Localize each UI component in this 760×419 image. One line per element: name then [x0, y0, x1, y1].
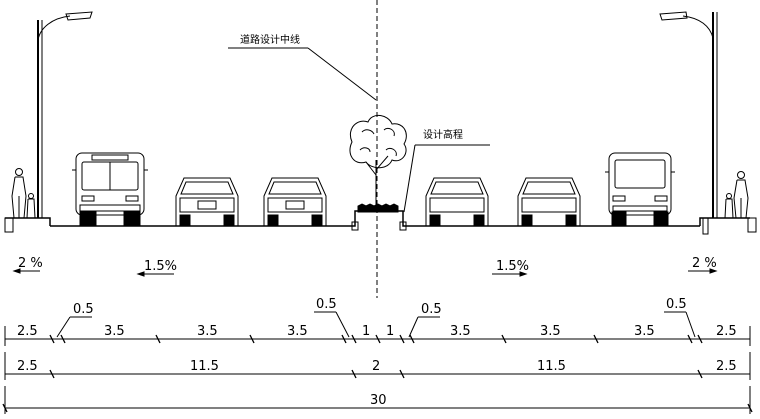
- median-hedge-icon: [357, 203, 399, 213]
- svg-text:2.5: 2.5: [716, 359, 737, 374]
- car-left-1-icon: [175, 177, 239, 227]
- svg-text:1: 1: [362, 324, 370, 339]
- svg-text:0.5: 0.5: [421, 302, 442, 317]
- centerline-label: 道路设计中线: [240, 33, 300, 46]
- svg-text:1: 1: [386, 324, 394, 339]
- design-elevation-annotation: 设计高程: [403, 128, 490, 213]
- svg-text:2 %: 2 %: [18, 256, 43, 271]
- svg-text:11.5: 11.5: [537, 359, 566, 374]
- svg-text:3.5: 3.5: [634, 324, 655, 339]
- centerline-annotation: 道路设计中线: [228, 33, 377, 101]
- svg-text:1.5%: 1.5%: [496, 259, 529, 274]
- dimension-row-1: 2.5 0.5 3.5 3.5 3.5 0.5 1 1 0.5 3.5 3.5 …: [4, 297, 751, 346]
- slope-right-sidewalk: 2 %: [688, 256, 718, 274]
- svg-text:0.5: 0.5: [666, 297, 687, 312]
- slope-left-road: 1.5%: [136, 259, 177, 277]
- svg-text:2: 2: [372, 359, 380, 374]
- svg-text:11.5: 11.5: [190, 359, 219, 374]
- svg-text:2.5: 2.5: [17, 324, 38, 339]
- svg-text:30: 30: [370, 393, 387, 408]
- car-right-1-icon: [425, 177, 489, 227]
- car-left-2-icon: [263, 177, 327, 227]
- road-surface: [4, 210, 757, 235]
- pedestrian-left-icon: [11, 168, 36, 219]
- slope-right-road: 1.5%: [492, 259, 529, 277]
- svg-text:3.5: 3.5: [450, 324, 471, 339]
- svg-text:3.5: 3.5: [287, 324, 308, 339]
- design-elevation-label: 设计高程: [423, 128, 463, 141]
- svg-text:2.5: 2.5: [716, 324, 737, 339]
- slope-left-sidewalk: 2 %: [12, 256, 43, 274]
- svg-text:2.5: 2.5: [17, 359, 38, 374]
- svg-text:3.5: 3.5: [104, 324, 125, 339]
- svg-text:3.5: 3.5: [540, 324, 561, 339]
- bus-right-icon: [605, 152, 675, 227]
- svg-text:2 %: 2 %: [692, 256, 717, 271]
- median-tree-icon: [349, 115, 407, 210]
- street-lamp-right-icon: [659, 11, 718, 218]
- dimension-total: 30: [2, 386, 753, 414]
- svg-text:3.5: 3.5: [197, 324, 218, 339]
- street-lamp-left-icon: [37, 11, 93, 218]
- svg-text:0.5: 0.5: [316, 297, 337, 312]
- svg-text:0.5: 0.5: [73, 302, 94, 317]
- car-right-2-icon: [517, 177, 581, 227]
- pedestrian-right-icon: [724, 171, 749, 219]
- svg-text:1.5%: 1.5%: [144, 259, 177, 274]
- bus-left-icon: [72, 152, 148, 227]
- dimension-row-2: 2.5 11.5 2 11.5 2.5: [4, 352, 751, 380]
